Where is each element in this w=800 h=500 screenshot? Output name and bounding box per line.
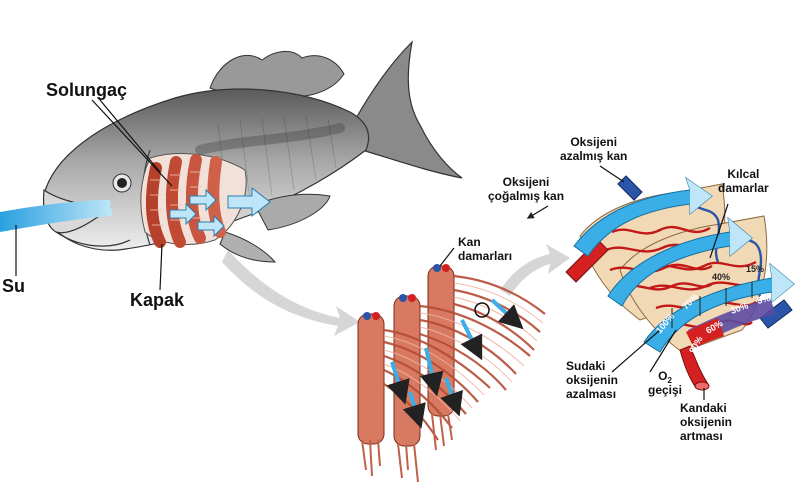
- capillaries-label: Kılcal damarlar: [718, 168, 769, 196]
- operculum-leader-line: [160, 244, 162, 290]
- oxy-blood-label: Oksijeni çoğalmış kan: [488, 176, 564, 204]
- blood-vessels-label: Kan damarları: [458, 236, 512, 264]
- zoom-arrow-to-filaments: [222, 250, 360, 336]
- water-o2-label-line3: azalması: [566, 388, 618, 402]
- fish-illustration: [0, 42, 462, 262]
- blood-o2-label-line3: artması: [680, 430, 732, 444]
- blood-vessels-leader-line: [440, 248, 454, 266]
- o2-subscript: 2: [667, 376, 671, 385]
- water-label: Su: [2, 276, 25, 297]
- capillaries-label-line1: Kılcal: [718, 168, 769, 182]
- deoxy-blood-label-line1: Oksijeni: [560, 136, 627, 150]
- water-o2-label-line1: Sudaki: [566, 360, 618, 374]
- oxy-blood-label-line1: Oksijeni: [488, 176, 564, 190]
- blood-o2-label-line1: Kandaki: [680, 402, 732, 416]
- blood-vessels-label-line1: Kan: [458, 236, 512, 250]
- o2-transfer-label: O2 geçişi: [648, 370, 682, 398]
- blood-vessels-label-line2: damarları: [458, 250, 512, 264]
- water-o2-decrease-label: Sudaki oksijenin azalması: [566, 360, 618, 401]
- deoxygenated-vessel: [618, 176, 642, 200]
- gill-label: Solungaç: [46, 80, 127, 101]
- blood-o2-increase-label: Kandaki oksijenin artması: [680, 402, 732, 443]
- o2-symbol-line: O2: [648, 370, 682, 384]
- operculum-label: Kapak: [130, 290, 184, 311]
- deoxy-blood-label-line2: azalmış kan: [560, 150, 627, 164]
- water-o2-leader-line: [612, 330, 660, 372]
- oxy-blood-leader-line: [528, 206, 548, 218]
- fish-tail: [355, 42, 462, 178]
- deoxy-blood-label: Oksijeni azalmış kan: [560, 136, 627, 164]
- gill-filaments-detail: [358, 264, 545, 482]
- blood-o2-label-line2: oksijenin: [680, 416, 732, 430]
- water-pct-4: 15%: [746, 264, 764, 274]
- oxy-blood-label-line2: çoğalmış kan: [488, 190, 564, 204]
- capillaries-label-line2: damarlar: [718, 182, 769, 196]
- deoxy-blood-leader-line: [600, 166, 624, 182]
- water-o2-label-line2: oksijenin: [566, 374, 618, 388]
- water-pct-3: 40%: [712, 272, 730, 282]
- o2-transfer-text: geçişi: [648, 384, 682, 398]
